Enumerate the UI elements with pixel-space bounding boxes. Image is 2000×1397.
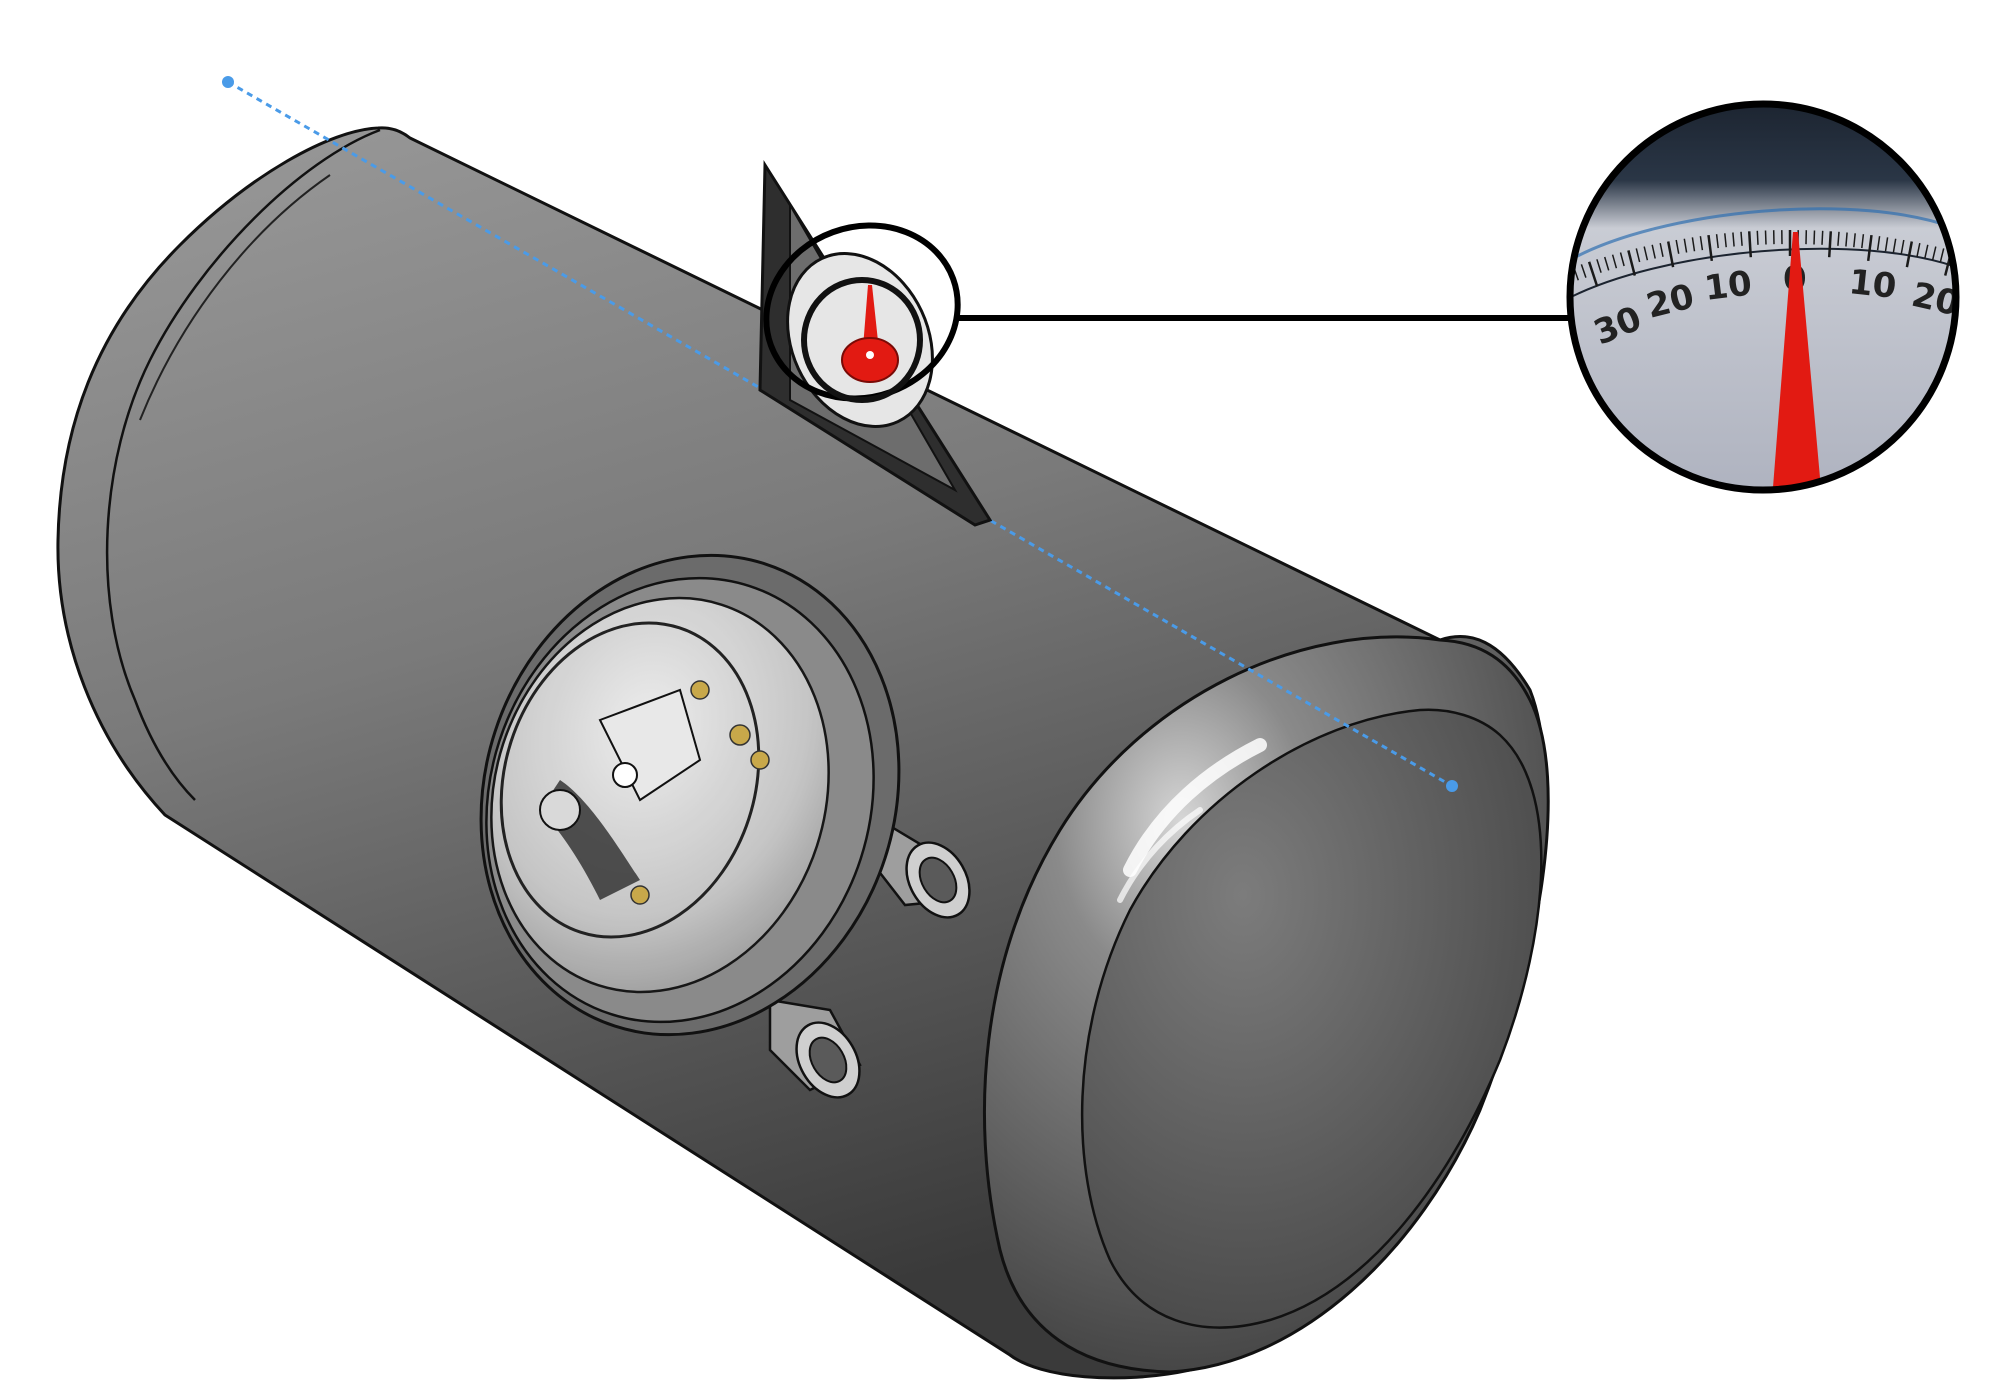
inset-scale-label-10-right: 10 — [1847, 262, 1898, 307]
inset-scale-tick — [1747, 231, 1753, 258]
inset-scale-tick — [1979, 259, 1983, 272]
inset-scale-tick — [1635, 248, 1641, 263]
inclinometer — [758, 160, 993, 527]
inset-scale-tick — [1477, 310, 1490, 333]
inset-scale-tick — [1683, 238, 1688, 253]
inset-scale-tick — [1587, 261, 1599, 287]
inset-scale-tick — [1732, 232, 1735, 247]
inset-scale-tick — [1900, 239, 1905, 254]
sender-mechanism — [539, 680, 770, 905]
inset-scale-tick — [1916, 242, 1921, 257]
hose-fitting-lower — [768, 998, 862, 1099]
inset-scale-tick — [1651, 244, 1656, 259]
inset-scale-tick — [1707, 234, 1714, 262]
inset-scale-tick — [1551, 276, 1561, 300]
inset-scale-tick — [1543, 279, 1548, 292]
sight-port — [479, 553, 901, 1037]
inset-scale-tick — [1627, 250, 1637, 276]
inset-scale-tick — [1666, 241, 1675, 268]
inset-scale-label-10-left: 10 — [1702, 263, 1754, 308]
inset-scale-tick — [1884, 237, 1889, 252]
inset-needle — [1772, 232, 1822, 490]
zoom-inset: 30 20 10 0 10 20 — [1477, 100, 1999, 494]
inset-scale-tick — [1699, 236, 1704, 251]
inset-scale-tick — [1611, 254, 1618, 269]
inset-scale-tick — [1756, 230, 1759, 245]
inset-scale-tick — [1596, 259, 1602, 273]
inset-scale-tick — [1876, 236, 1881, 251]
inset-scale-tick — [1924, 244, 1929, 259]
inset-scale-tick — [1837, 231, 1840, 246]
inset-scale-tick — [1659, 242, 1664, 257]
inset-scale-tick — [1691, 237, 1696, 252]
inset-scale-tick — [1866, 234, 1873, 262]
inset-scale-tick — [1643, 246, 1649, 261]
inset-scale-tick — [1971, 257, 1975, 270]
inset-scale-tick — [1675, 239, 1680, 254]
inset-scale-tick — [1580, 264, 1587, 278]
inset-scale-tick — [1491, 303, 1497, 315]
inset-scale-tick — [1892, 238, 1897, 253]
inset-scale-tick — [1603, 256, 1610, 271]
inset-scale-tick — [1983, 262, 1991, 287]
inset-scale-tick — [1994, 264, 1999, 277]
inset-scale-tick — [1931, 246, 1937, 261]
inset-scale-tick — [1827, 231, 1833, 258]
inset-scale-tick — [1521, 288, 1527, 301]
inset-scale-tick — [1939, 248, 1945, 263]
inset-scale-tick — [1536, 282, 1542, 295]
inset-scale-ticks — [1477, 230, 1999, 333]
inset-scale-tick — [1861, 234, 1865, 249]
inset-scale-tick — [1853, 233, 1856, 248]
inset-scale-tick — [1619, 252, 1625, 267]
inset-scale-tick — [1715, 234, 1719, 249]
inset-scale-tick — [1905, 241, 1914, 268]
inset-scale-tick — [1513, 292, 1524, 316]
inset-scale-tick — [1764, 230, 1767, 245]
inset-scale-tick — [1821, 230, 1824, 245]
inset-scale-tick — [1528, 285, 1534, 298]
inset-scale-tick — [1813, 230, 1816, 245]
inset-scale-tick — [1724, 233, 1727, 248]
inset-scale-tick — [1845, 232, 1848, 247]
inset-scale-tick — [1964, 255, 1968, 269]
inset-scale-tick — [1558, 273, 1563, 286]
axis-endpoint-end — [1446, 780, 1458, 792]
inset-scale-tick — [1499, 299, 1505, 312]
axis-endpoint-start — [222, 76, 234, 88]
inset-scale-tick — [1740, 231, 1743, 246]
inset-scale-tick — [1506, 295, 1512, 308]
tank-end-cap — [982, 635, 1550, 1374]
